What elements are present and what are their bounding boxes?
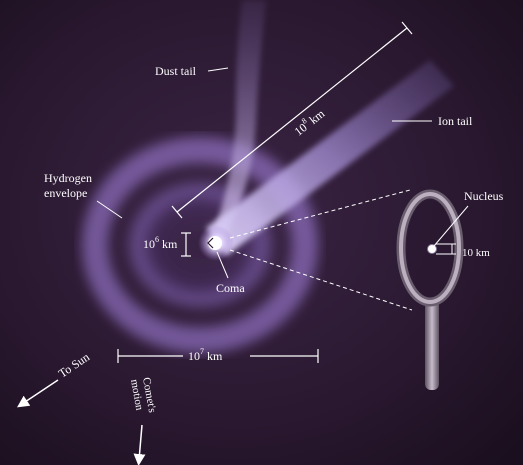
coma-label: Coma [216,281,245,295]
hydrogen-envelope-label-line2: envelope [44,186,87,200]
magnifier-handle [425,298,439,390]
dust-tail-label: Dust tail [155,64,197,78]
nucleus-label: Nucleus [464,189,504,203]
nucleus-size-label: 10 km [462,247,490,259]
envelope-size-label: 107 km [188,347,223,363]
hydrogen-envelope-label-line1: Hydrogen [44,171,92,185]
coma-core [208,236,222,250]
coma-size-label: 106 km [143,235,178,251]
ion-tail-label: Ion tail [438,114,473,128]
nucleus-dot [428,245,437,254]
